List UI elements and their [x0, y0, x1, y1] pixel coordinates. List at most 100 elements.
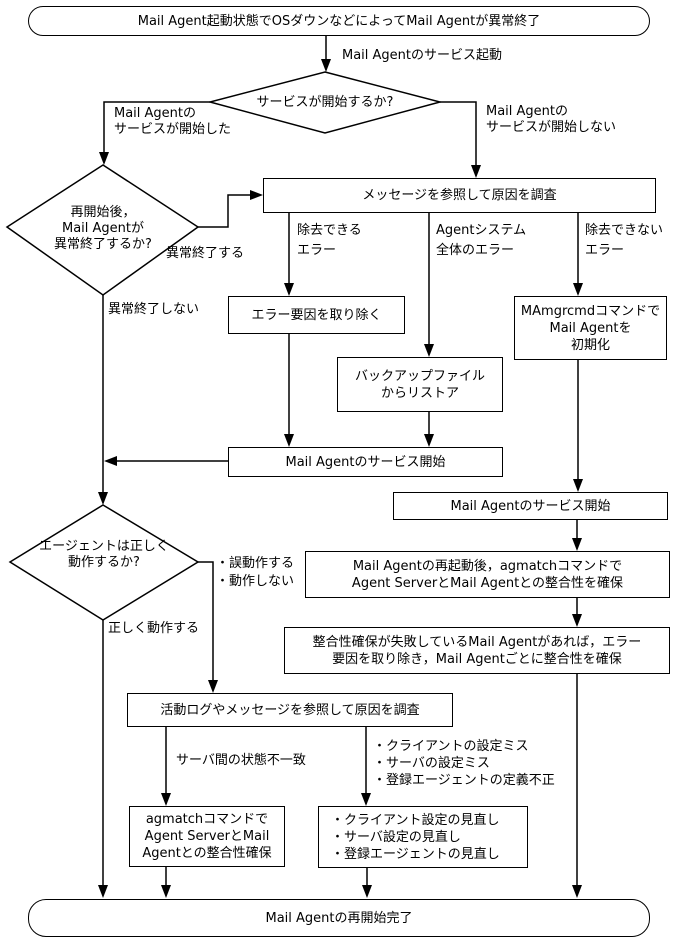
process-label: ・クライアント設定の見直し	[331, 812, 500, 828]
arrowhead	[321, 59, 331, 72]
arrowhead	[161, 793, 171, 806]
edge-label-text: 除去できる	[297, 223, 362, 238]
decision-label: 再開始後，	[70, 205, 136, 220]
decision-label: 動作するか?	[68, 555, 140, 570]
process-label: 初期化	[570, 337, 610, 353]
arrowhead	[471, 165, 481, 178]
arrowhead	[424, 434, 434, 447]
terminator-end: Mail Agentの再開始完了	[28, 899, 650, 937]
arrowhead	[161, 885, 171, 898]
edge-label-text: Mail Agentの	[486, 104, 569, 119]
edge-label-text: Mail Agentのサービス起動	[342, 48, 503, 63]
arrowhead	[424, 344, 434, 357]
edge-label-not-started: Mail Agentの サービスが開始しない	[486, 104, 616, 136]
process-label: ・登録エージェントの見直し	[331, 846, 500, 862]
edge-label-not-removable: 除去できない エラー	[585, 221, 663, 261]
arrowhead	[573, 479, 583, 492]
process-label: メッセージを参照して原因を調査	[362, 188, 557, 203]
decision-service-start-shape	[207, 71, 443, 134]
arrowhead	[572, 614, 582, 627]
arrowhead	[572, 538, 582, 551]
process-label: バックアップファイル	[354, 368, 485, 384]
process-mamgrcmd-init: MAmgrcmdコマンドで Mail Agentを 初期化	[514, 296, 667, 360]
arrowhead	[361, 793, 371, 806]
edge-label-abend: 異常終了する	[166, 245, 244, 263]
edge-label-started: Mail Agentの サービスが開始した	[114, 106, 231, 138]
process-service-start-2: Mail Agentのサービス開始	[393, 492, 668, 520]
arrowhead	[572, 885, 582, 898]
edge-label-state-mismatch: サーバ間の状態不一致	[176, 752, 306, 770]
process-label: ・サーバ設定の見直し	[331, 829, 461, 845]
edge-label-text: エラー	[585, 243, 625, 258]
decision-restart-abend: 再開始後， Mail Agentが 異常終了するか?	[13, 204, 193, 254]
arrowhead	[284, 283, 294, 296]
process-label: 活動ログやメッセージを参照して原因を調査	[160, 702, 420, 718]
process-label: エラー要因を取り除く	[251, 307, 382, 323]
edge-label-malfunction: ・誤動作する ・動作しない	[216, 555, 294, 591]
process-fix-consistency: 整合性確保が失敗しているMail Agentがあれば，エラー 要因を取り除き，M…	[284, 627, 670, 674]
edge-label-service-boot: Mail Agentのサービス起動	[342, 47, 502, 65]
arrowhead	[104, 456, 117, 466]
edge-label-text: 除去できない	[585, 223, 664, 238]
process-label: Mail Agentのサービス開始	[285, 454, 446, 470]
process-agmatch-fix: agmatchコマンドで Agent ServerとMail Agentとの整合…	[129, 806, 285, 867]
process-label: 整合性確保が失敗しているMail Agentがあれば，エラー	[312, 634, 642, 650]
arrowhead	[250, 190, 263, 200]
decision-agent-ok-shape	[8, 504, 200, 621]
terminator-end-label: Mail Agentの再開始完了	[265, 910, 413, 926]
process-agmatch-ensure: Mail Agentの再起動後，agmatchコマンドで Agent Serve…	[305, 551, 670, 598]
process-remove-error: エラー要因を取り除く	[228, 296, 405, 334]
arrowhead	[98, 885, 108, 898]
process-investigate-log: 活動ログやメッセージを参照して原因を調査	[127, 693, 453, 727]
terminator-start: Mail Agent起動状態でOSダウンなどによってMail Agentが異常終…	[28, 6, 650, 36]
edge-label-text: 全体のエラー	[436, 243, 515, 258]
terminator-start-label: Mail Agent起動状態でOSダウンなどによってMail Agentが異常終…	[137, 13, 541, 29]
edge-label-agent-system: Agentシステム 全体のエラー	[436, 221, 526, 261]
process-label: からリストア	[380, 385, 459, 401]
decision-label: 異常終了するか?	[54, 237, 152, 252]
process-review-settings: ・クライアント設定の見直し ・サーバ設定の見直し ・登録エージェントの見直し	[318, 806, 528, 868]
edge-d2-to-message	[198, 194, 251, 228]
edge-label-text: ・クライアントの設定ミス	[373, 739, 529, 754]
edge-d1-left	[103, 101, 210, 154]
arrowhead	[99, 152, 109, 165]
edge-label-text: Agentシステム	[436, 223, 527, 238]
arrowhead	[208, 680, 218, 693]
process-investigate-message: メッセージを参照して原因を調査	[263, 178, 656, 213]
decision-label: エージェントは正しく	[39, 539, 169, 554]
process-restore-backup: バックアップファイル からリストア	[337, 357, 503, 412]
edge-label-removable: 除去できる エラー	[297, 221, 362, 261]
process-label: Agent ServerとMail	[144, 829, 270, 844]
edge-label-text: サーバ間の状態不一致	[176, 753, 306, 768]
process-service-start-1: Mail Agentのサービス開始	[228, 447, 503, 477]
edge-label-text: ・誤動作する	[216, 556, 295, 571]
edge-label-text: 正しく動作する	[108, 621, 200, 636]
process-label: Mail Agentの再起動後，agmatchコマンドで	[352, 558, 623, 574]
edge-label-text: ・動作しない	[216, 574, 295, 589]
decision-label: サービスが開始するか?	[256, 95, 394, 110]
decision-service-start: サービスが開始するか?	[225, 94, 425, 112]
decision-restart-abend-shape	[5, 164, 200, 296]
edge-label-text: サービスが開始しない	[486, 120, 617, 135]
edge-label-text: Mail Agentの	[114, 106, 197, 121]
edge-label-no-abend: 異常終了しない	[108, 301, 199, 319]
edge-label-text: エラー	[297, 243, 337, 258]
process-label: Mail Agentを	[549, 320, 632, 336]
process-label: Agentとの整合性確保	[142, 846, 272, 861]
process-label: MAmgrcmdコマンドで	[520, 303, 661, 319]
arrowhead	[284, 434, 294, 447]
arrowhead	[362, 885, 372, 898]
edge-label-text: サービスが開始した	[114, 122, 232, 137]
edge-label-text: 異常終了する	[166, 246, 245, 261]
edge-label-text: ・サーバの設定ミス	[373, 756, 490, 771]
edge-label-text: 異常終了しない	[108, 302, 200, 317]
arrowhead	[573, 283, 583, 296]
edge-d3-right	[198, 561, 214, 682]
edge-d1-right	[440, 101, 477, 167]
decision-agent-ok: エージェントは正しく 動作するか?	[14, 538, 194, 572]
process-label: Agent ServerとMail Agentとの整合性を確保	[351, 575, 624, 591]
decision-label: Mail Agentが	[61, 221, 145, 236]
process-label: 要因を取り除き，Mail Agentごとに整合性を確保	[332, 651, 622, 667]
